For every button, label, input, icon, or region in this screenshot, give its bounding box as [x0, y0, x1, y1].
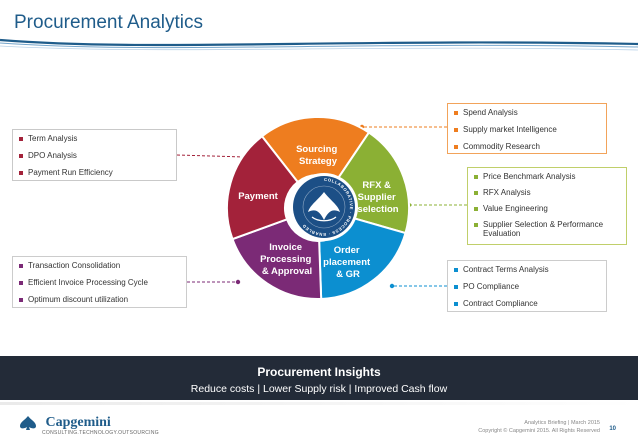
- wheel-segment-invoice[interactable]: [231, 218, 323, 300]
- page-title: Procurement Analytics: [14, 12, 204, 33]
- rfx-insights-box: Price Benchmark Analysis RFX Analysis Va…: [467, 167, 627, 245]
- procurement-insights-banner: Procurement Insights Reduce costs | Lowe…: [0, 356, 638, 400]
- list-item: Value Engineering: [474, 204, 620, 213]
- list-item: Supplier Selection & Performance Evaluat…: [474, 220, 620, 238]
- list-item: Commodity Research: [454, 142, 600, 152]
- list-item: Efficient Invoice Processing Cycle: [19, 278, 180, 288]
- wheel-segment-payment[interactable]: [226, 134, 300, 241]
- segment-label-payment: Payment: [238, 191, 278, 202]
- insights-heading: Procurement Insights: [257, 365, 381, 379]
- invoice-insights-box: Transaction Consolidation Efficient Invo…: [12, 256, 187, 308]
- wheel-segment-sourcing[interactable]: [260, 116, 371, 184]
- sourcing-insights-box: Spend Analysis Supply market Intelligenc…: [447, 103, 607, 154]
- page-number: 10: [609, 426, 616, 432]
- list-item: Term Analysis: [19, 134, 170, 144]
- connector-payment: [176, 154, 246, 158]
- list-item: DPO Analysis: [19, 151, 170, 161]
- footer-copyright-text: Copyright © Capgemini 2015. All Rights R…: [478, 428, 600, 434]
- segment-label-invoice: Invoice Processing & Approval: [260, 242, 314, 277]
- capgemini-logo: Capgemini CONSULTING.TECHNOLOGY.OUTSOURC…: [18, 414, 159, 436]
- list-item: PO Compliance: [454, 282, 600, 292]
- logo-tagline: CONSULTING.TECHNOLOGY.OUTSOURCING: [42, 430, 159, 436]
- connector-dot-invoice: [235, 279, 241, 285]
- logo-name: Capgemini: [45, 414, 111, 430]
- spade-icon: [20, 415, 36, 430]
- list-item: Price Benchmark Analysis: [474, 172, 620, 181]
- insights-subtitle: Reduce costs | Lower Supply risk | Impro…: [190, 383, 448, 395]
- list-item: Spend Analysis: [454, 108, 600, 118]
- list-item: Transaction Consolidation: [19, 261, 180, 271]
- list-item: Optimum discount utilization: [19, 295, 180, 305]
- segment-label-rfx: RFX & Supplier selection: [357, 180, 398, 215]
- footer-divider: [0, 402, 638, 405]
- payment-insights-box: Term Analysis DPO Analysis Payment Run E…: [12, 129, 177, 181]
- footer-briefing-text: Analytics Briefing | March 2015: [524, 420, 600, 426]
- list-item: RFX Analysis: [474, 188, 620, 197]
- order-insights-box: Contract Terms Analysis PO Compliance Co…: [447, 260, 607, 312]
- list-item: Supply market Intelligence: [454, 125, 600, 135]
- list-item: Contract Terms Analysis: [454, 265, 600, 275]
- list-item: Payment Run Efficiency: [19, 168, 170, 178]
- header-wave-decoration: [0, 38, 638, 51]
- segment-label-order: Order placement & GR: [323, 245, 373, 280]
- collaborative-cycle-logo-icon: COLLABORATIVE · PROCESS · ENABLED: [290, 173, 358, 241]
- connector-dot-order: [389, 283, 395, 289]
- segment-label-sourcing: Sourcing Strategy: [296, 144, 340, 167]
- list-item: Contract Compliance: [454, 299, 600, 309]
